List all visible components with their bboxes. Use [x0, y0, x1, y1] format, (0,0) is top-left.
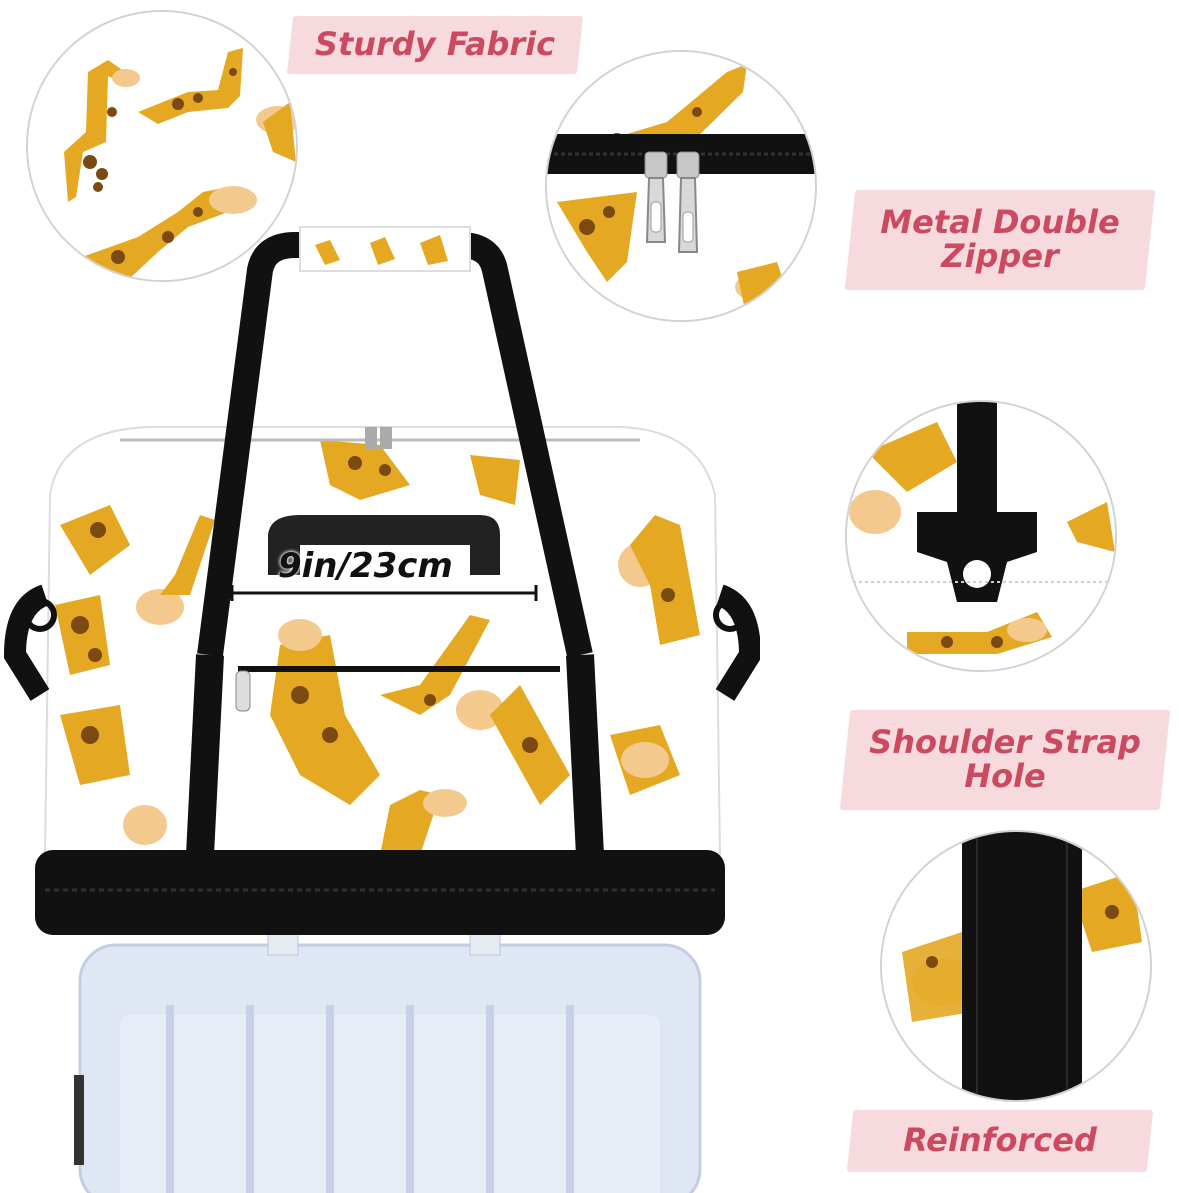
reinforced-label: Reinforced: [846, 1110, 1154, 1172]
giraffe-pattern-image: [28, 12, 296, 280]
bag-body: [35, 426, 725, 935]
bag-handles: [186, 226, 604, 856]
shoulder-strap-hole-label: Shoulder Strap Hole: [839, 710, 1171, 810]
strap-hole-closeup-image: [847, 402, 1115, 670]
reinforced-detail-circle: [880, 830, 1152, 1102]
measurement-label: 9in/23cm: [278, 546, 453, 586]
shoulder-strap-clips: [3, 584, 760, 701]
reinforced-strap-closeup-image: [882, 832, 1150, 1100]
suitcase: [74, 834, 702, 1193]
strap-hole-detail-circle: [845, 400, 1117, 672]
zipper-closeup-image: [547, 52, 815, 320]
measurement-indicator: [230, 585, 538, 601]
duffel-bag-on-suitcase-image: [3, 226, 760, 1193]
zipper-detail-circle: [545, 50, 817, 322]
fabric-detail-circle: [26, 10, 298, 282]
metal-zipper-label: Metal Double Zipper: [844, 190, 1156, 290]
sturdy-fabric-label: Sturdy Fabric: [286, 16, 584, 74]
